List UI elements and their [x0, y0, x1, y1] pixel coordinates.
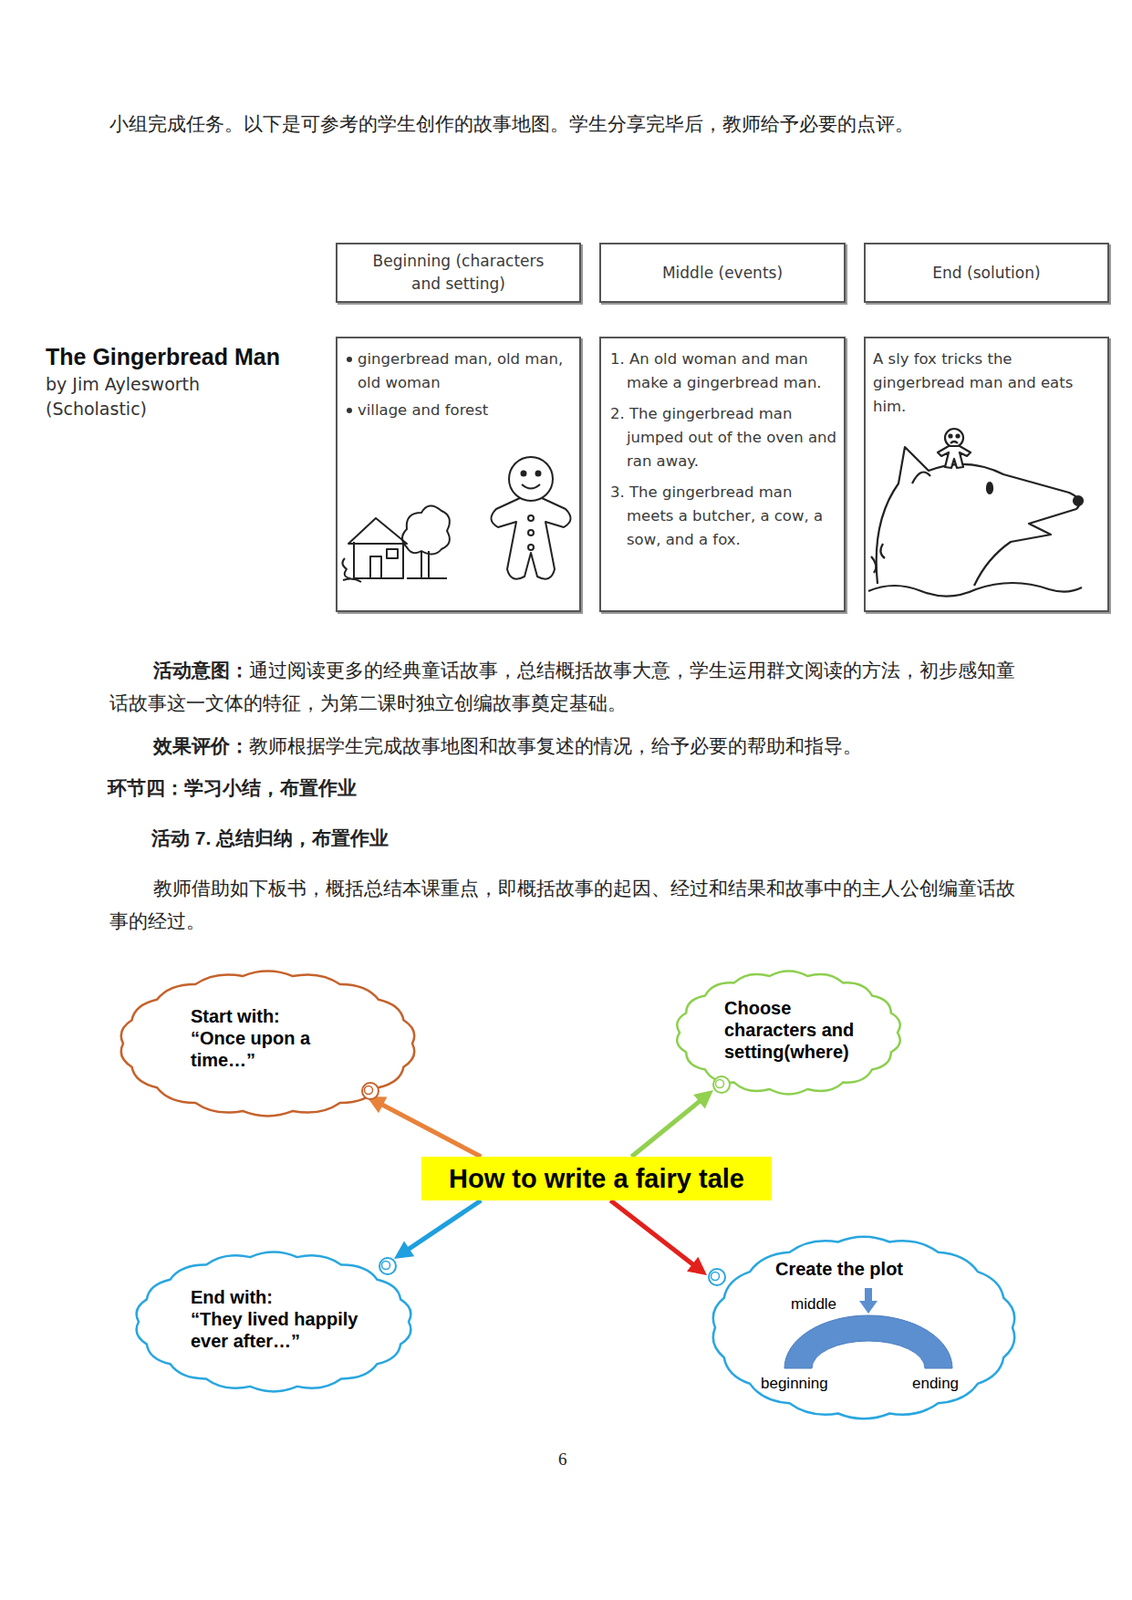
arrow-head [394, 1241, 415, 1259]
section-heading-wrap: 环节四：学习小结，布置作业 [107, 771, 1020, 805]
table-header-box: End (solution) [863, 242, 1110, 303]
arrow-connector [610, 1200, 707, 1276]
arrow-connector [366, 1096, 481, 1157]
book-title-wrap: The Gingerbread Manby Jim Aylesworth (Sc… [45, 342, 329, 422]
story-map-box: 1. An old woman and man make a gingerbre… [599, 336, 846, 613]
arrow-connector [631, 1090, 714, 1157]
thought-cloud: Choose characters and setting(where) [668, 964, 909, 1101]
central-topic: How to write a fairy tale [448, 1162, 745, 1195]
cloud-text: Start with: [190, 1005, 355, 1028]
column-header: Beginning (characters and setting) [337, 249, 580, 296]
cloud-tail-bubble [379, 1257, 396, 1275]
thought-cloud: End with:“They lived happily ever after…… [127, 1245, 420, 1399]
thought-cloud: Create the plot middle beginning ending [704, 1229, 1024, 1426]
book-author: by Jim Aylesworth (Scholastic) [45, 372, 242, 422]
solution-text: A sly fox tricks the gingerbread man and… [872, 347, 1101, 419]
bullet-item: gingerbread man, old man, old woman [344, 347, 572, 395]
cloud-text-block: Start with:“Once upon a time…” [190, 1005, 355, 1071]
event-item: 3. The gingerbread man meets a butcher, … [608, 480, 837, 552]
paragraph-text: 教师借助如下板书，概括总结本课重点，即概括故事的起因、经过和结果和故事中的主人公… [109, 877, 1016, 933]
bullet-dot [346, 356, 353, 363]
arrow-shaft [405, 1200, 481, 1251]
activity-heading: 活动 7. 总结归纳，布置作业 [151, 827, 389, 849]
page-number: 6 [558, 1449, 568, 1469]
cloud-tail-bubble [708, 1268, 726, 1286]
body-paragraph: 小组完成任务。以下是可参考的学生创作的故事地图。学生分享完毕后，教师给予必要的点… [109, 107, 1027, 141]
bullet-text: gingerbread man, old man, old woman [357, 347, 572, 395]
plot-text-wrap: middle [790, 1294, 837, 1314]
story-map-box: A sly fox tricks the gingerbread man and… [863, 336, 1110, 613]
arrow-head [693, 1090, 714, 1109]
table-header-box: Middle (events) [599, 242, 846, 303]
cloud-outline [676, 971, 901, 1095]
arch-label: ending [912, 1373, 959, 1393]
cloud-tail-bubble-inner [711, 1272, 720, 1281]
intent-paragraph: 活动意图：通过阅读更多的经典童话故事，总结概括故事大意，学生运用群文阅读的方法，… [109, 654, 1027, 720]
thought-cloud: Start with:“Once upon a time…” [112, 964, 424, 1123]
cloud-tail-bubble [362, 1082, 379, 1100]
cloud-tail-bubble [713, 1076, 730, 1093]
cloud-text: Create the plot [775, 1257, 904, 1280]
column-header: End (solution) [904, 261, 1068, 285]
bold-lead: 效果评价： [153, 735, 250, 758]
cloud-tail-bubble-inner [716, 1080, 725, 1089]
evaluation-paragraph: 效果评价：教师根据学生完成故事地图和故事复述的情况，给予必要的帮助和指导。 [109, 729, 1027, 763]
cloud-tail-bubble-inner [382, 1261, 391, 1270]
summary-paragraph: 教师借助如下板书，概括总结本课重点，即概括故事的起因、经过和结果和故事中的主人公… [109, 872, 1027, 938]
cloud-text: “Once upon a time…” [190, 1027, 355, 1071]
arrow-shaft [631, 1099, 702, 1157]
down-arrow [859, 1287, 878, 1314]
arrow-shaft [610, 1200, 696, 1267]
plot-text-wrap: ending [912, 1373, 959, 1393]
fox-sketch [868, 428, 1083, 597]
plot-text-wrap: Create the plot [775, 1257, 904, 1280]
paragraph-text: 教师根据学生完成故事地图和故事复述的情况，给予必要的帮助和指导。 [249, 735, 862, 758]
activity-heading-wrap: 活动 7. 总结归纳，布置作业 [151, 821, 973, 855]
arrow-connector [394, 1200, 481, 1259]
arch-label: middle [790, 1294, 837, 1314]
table-header-box: Beginning (characters and setting) [335, 242, 582, 303]
bullet-text: village and forest [357, 398, 572, 423]
central-topic-box: How to write a fairy tale [421, 1156, 772, 1201]
cloud-text: “They lived happily ever after…” [190, 1308, 383, 1352]
cloud-outline [121, 971, 415, 1117]
bullet-item: village and forest [344, 398, 572, 423]
cloud-text-block: End with:“They lived happily ever after…… [190, 1286, 383, 1352]
cloud-text-block: Choose characters and setting(where) [724, 996, 869, 1063]
cloud-tail-bubble-inner [364, 1086, 374, 1095]
arrow-head [686, 1256, 707, 1276]
event-item: 2. The gingerbread man jumped out of the… [608, 402, 837, 474]
bold-lead: 活动意图： [153, 659, 250, 682]
story-map-box: gingerbread man, old man, old woman villa… [335, 336, 582, 613]
gingerbread-man-sketch [490, 456, 571, 580]
arch-label: beginning [760, 1373, 829, 1393]
cloud-outline [136, 1252, 412, 1392]
bullet-dot [346, 407, 353, 414]
event-item: 1. An old woman and man make a gingerbre… [608, 347, 837, 395]
book-title: The Gingerbread Man [45, 342, 329, 371]
cloud-text: Choose characters and setting(where) [724, 996, 869, 1063]
cloud-outline [713, 1236, 1015, 1420]
arch-band [784, 1315, 953, 1369]
page-number-wrap: 6 [558, 1448, 568, 1471]
cloud-text: End with: [190, 1286, 383, 1309]
house-tree-sketch [342, 505, 449, 582]
plot-text-wrap: beginning [760, 1373, 829, 1393]
arrow-shaft [379, 1102, 481, 1157]
column-header: Middle (events) [634, 261, 811, 285]
paragraph-text: 小组完成任务。以下是可参考的学生创作的故事地图。学生分享完毕后，教师给予必要的点… [109, 113, 914, 136]
section-heading: 环节四：学习小结，布置作业 [107, 777, 357, 799]
